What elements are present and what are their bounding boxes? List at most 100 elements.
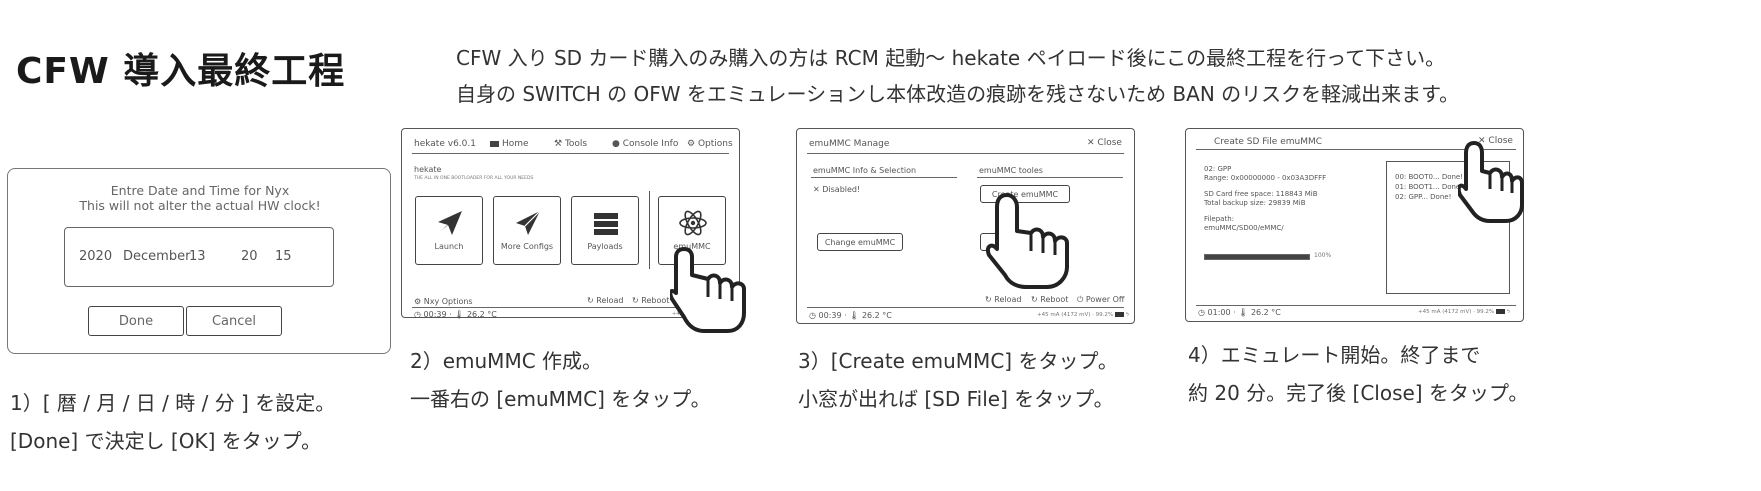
- tools-icon: ⚒: [554, 139, 565, 149]
- gear-icon: ⚙: [414, 297, 424, 306]
- home-icon: [490, 140, 499, 147]
- minute-field[interactable]: 15: [275, 249, 292, 264]
- close-icon: ✕: [1478, 136, 1489, 146]
- power-off-button[interactable]: ⏻ Power Off: [1077, 295, 1124, 305]
- menu-console-info[interactable]: ● Console Info: [612, 139, 678, 149]
- payloads-tile[interactable]: Payloads: [571, 196, 639, 265]
- power-off-label: Power Off: [1085, 295, 1125, 304]
- clock-icon: ◷: [414, 310, 424, 319]
- thermometer-icon: 🌡: [849, 311, 860, 320]
- info-selection-header: emuMMC Info & Selection: [813, 166, 917, 175]
- status-clock: ◷ 01:00 · 🌡 26.2 °C: [1198, 308, 1281, 317]
- info-icon: ●: [612, 139, 623, 149]
- menu-tools[interactable]: ⚒ Tools: [554, 139, 587, 149]
- hekate-brand: hekate: [414, 165, 442, 174]
- status-time: 00:39: [423, 310, 447, 319]
- reload-button[interactable]: ↻ Reload: [587, 296, 623, 305]
- status-clock: ◷ 00:39 · 🌡 26.2 °C: [414, 310, 497, 319]
- reboot-button[interactable]: ↻ Reboot: [632, 296, 669, 305]
- battery-icon: [1495, 309, 1505, 314]
- reload-button[interactable]: ↻ Reload: [985, 295, 1021, 304]
- status-power-label: +45 mA (4172 mV) · 99.2%: [1037, 312, 1114, 318]
- battery-icon: [1114, 312, 1124, 317]
- reboot-button[interactable]: ↻ Reboot: [1031, 295, 1068, 304]
- payloads-label: Payloads: [587, 242, 623, 251]
- window-title: emuMMC Manage: [809, 139, 890, 149]
- intro-line-2: 自身の SWITCH の OFW をエミュレーションし本体改造の痕跡を残さないた…: [456, 82, 1460, 106]
- change-emummc-button[interactable]: Change emuMMC: [817, 233, 903, 251]
- clock-icon: ◷: [1198, 308, 1208, 317]
- menu-tools-label: Tools: [564, 139, 588, 149]
- status-time: 00:39: [818, 311, 842, 320]
- info-line: emuMMC/SD00/eMMC/: [1204, 223, 1284, 232]
- menu-home-label: Home: [502, 139, 529, 149]
- info-line: Range: 0x00000000 - 0x03A3DFFF: [1204, 173, 1327, 182]
- payloads-icon: [594, 213, 618, 235]
- status-power-label: +45 mA (4172 mV) · 99.2%: [1418, 309, 1495, 315]
- info-line: 02: GPP: [1204, 165, 1232, 173]
- atom-icon: [679, 210, 707, 236]
- nyx-options-button[interactable]: ⚙ Nxy Options: [414, 297, 473, 306]
- emummc-label: emuMMC: [673, 242, 711, 251]
- gear-icon: ⚙: [687, 139, 698, 149]
- step1-caption: 1）[ 暦 / 月 / 日 / 時 / 分 ] を設定。 [Done] で決定し…: [10, 384, 335, 460]
- progress-bar: [1204, 254, 1310, 260]
- power-icon: ⏻: [1077, 295, 1086, 304]
- hekate-tagline: THE ALL IN ONE BOOTLOADER FOR ALL YOUR N…: [414, 176, 534, 181]
- status-power: +45 mA (4172 mV) · 99.2% ϟ: [1037, 312, 1130, 318]
- step4-caption-line-1: 4）エミュレート開始。終了まで: [1188, 343, 1481, 367]
- step2-caption: 2）emuMMC 作成。 一番右の [emuMMC] をタップ。: [410, 342, 711, 418]
- progress-label: 100%: [1314, 252, 1332, 259]
- progress-fill: [1205, 255, 1309, 259]
- reboot-label: Reboot: [641, 296, 670, 305]
- log-line: 02: GPP... Done!: [1395, 193, 1452, 201]
- step3-caption-line-2: 小窓が出れば [SD File] をタップ。: [798, 387, 1114, 411]
- info-line: Total backup size: 29839 MiB: [1204, 198, 1306, 207]
- year-field[interactable]: 2020: [79, 249, 113, 264]
- close-label: Close: [1488, 136, 1513, 146]
- launch-label: Launch: [434, 242, 464, 251]
- hekate-version: hekate v6.0.1: [414, 139, 476, 149]
- reload-label: Reload: [596, 296, 624, 305]
- page-title: CFW 導入最終工程: [16, 51, 346, 92]
- day-field[interactable]: 13: [189, 249, 206, 264]
- launch-tile[interactable]: Launch: [415, 196, 483, 265]
- date-time-picker[interactable]: 2020 December 13 20 15: [64, 227, 334, 287]
- step2-caption-line-2: 一番右の [emuMMC] をタップ。: [410, 387, 711, 411]
- date-prompt-line-2: This will not alter the actual HW clock!: [79, 198, 321, 213]
- step1-date-dialog: Entre Date and Time for Nyx This will no…: [7, 168, 391, 354]
- more-configs-label: More Configs: [500, 242, 554, 251]
- status-power: +45 mA (4172 mV) · 99.2% ϟ: [1418, 309, 1511, 315]
- step4-create-sd-file: Create SD File emuMMC ✕ Close 02: GPP Ra…: [1185, 128, 1524, 322]
- tools-header: emuMMC tooles: [979, 166, 1043, 175]
- status-temp: 26.2 °C: [1250, 308, 1281, 317]
- emummc-status: ✕ Disabled!: [813, 185, 860, 194]
- close-icon: ✕: [813, 185, 823, 194]
- close-button[interactable]: ✕ Close: [1478, 136, 1513, 146]
- pointing-hand-icon: [983, 191, 1073, 291]
- reload-label: Reload: [994, 295, 1022, 304]
- emummc-status-label: Disabled!: [822, 185, 861, 194]
- step1-caption-line-2: [Done] で決定し [OK] をタップ。: [10, 429, 322, 453]
- status-temp: 26.2 °C: [466, 310, 497, 319]
- done-button[interactable]: Done: [88, 306, 184, 336]
- menu-home[interactable]: Home: [490, 139, 529, 149]
- month-field[interactable]: December: [123, 249, 191, 264]
- pointing-hand-icon: [670, 245, 750, 335]
- cancel-button[interactable]: Cancel: [186, 306, 282, 336]
- menu-console-label: Console Info: [622, 139, 679, 149]
- intro-line-1: CFW 入り SD カード購入のみ購入の方は RCM 起動〜 hekate ペイ…: [456, 46, 1446, 70]
- log-line: 00: BOOT0... Done!: [1395, 173, 1464, 181]
- step1-caption-line-1: 1）[ 暦 / 月 / 日 / 時 / 分 ] を設定。: [10, 391, 336, 415]
- status-clock: ◷ 00:39 · 🌡 26.2 °C: [809, 311, 892, 320]
- info-line: SD Card free space: 118843 MiB: [1204, 190, 1318, 198]
- intro-text: CFW 入り SD カード購入のみ購入の方は RCM 起動〜 hekate ペイ…: [456, 40, 1459, 112]
- reload-icon: ↻: [587, 296, 597, 305]
- backup-info: 02: GPP Range: 0x00000000 - 0x03A3DFFF S…: [1204, 165, 1326, 232]
- menu-options[interactable]: ⚙ Options: [687, 139, 733, 149]
- hour-field[interactable]: 20: [241, 249, 258, 264]
- more-configs-tile[interactable]: More Configs: [493, 196, 561, 265]
- clock-icon: ◷: [809, 311, 819, 320]
- close-button[interactable]: ✕ Close: [1087, 138, 1122, 148]
- log-box: 00: BOOT0... Done! 01: BOOT1... Done! 02…: [1386, 161, 1510, 294]
